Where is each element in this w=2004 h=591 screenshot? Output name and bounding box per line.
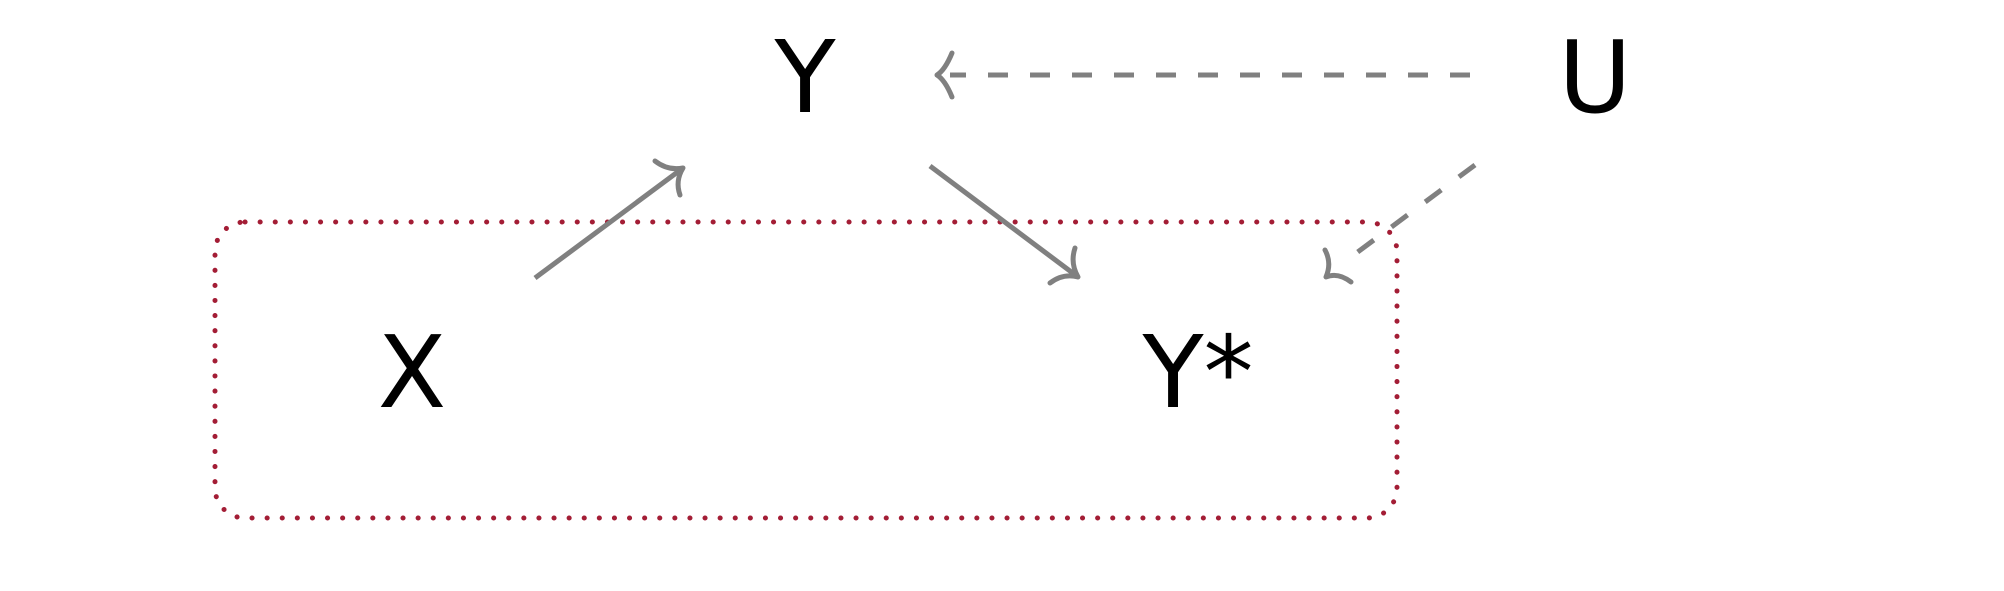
edge-y-to-y-star bbox=[928, 164, 1081, 286]
edge-u-to-y bbox=[934, 50, 1470, 100]
edge-x-to-y bbox=[533, 158, 686, 281]
selection-box bbox=[212, 219, 1400, 521]
edge-u-to-y-star bbox=[1322, 162, 1477, 285]
node-y: Y bbox=[773, 19, 836, 136]
node-y-star: Y* bbox=[1141, 314, 1253, 431]
node-x: X bbox=[378, 314, 447, 431]
node-u: U bbox=[1558, 19, 1631, 136]
